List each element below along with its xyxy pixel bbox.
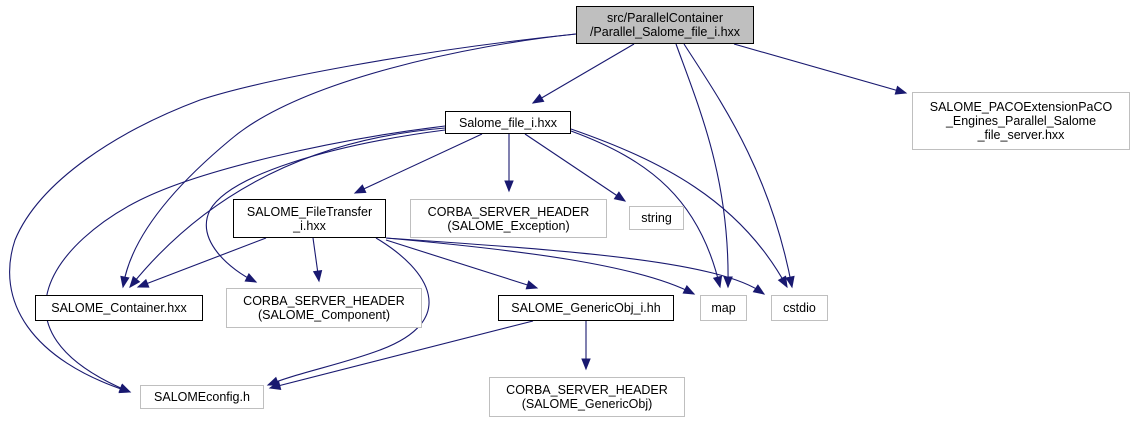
edge-filetransfer-to-map xyxy=(385,237,695,295)
edge-filetransfer-to-salomeconfig xyxy=(267,237,430,386)
node-label: string xyxy=(641,211,672,225)
node-label: CORBA_SERVER_HEADER (SALOME_Component) xyxy=(243,294,405,322)
edge-filetransfer-to-cstdio xyxy=(385,237,765,295)
arrowhead-icon xyxy=(752,284,766,295)
node-salomeconfig: SALOMEconfig.h xyxy=(140,385,264,409)
arrowhead-icon xyxy=(353,184,367,194)
node-label: SALOME_PACOExtensionPaCO _Engines_Parall… xyxy=(929,100,1113,142)
arrowhead-icon xyxy=(120,275,130,289)
arrowhead-icon xyxy=(581,358,591,371)
arrowhead-icon xyxy=(136,278,150,288)
arrowhead-icon xyxy=(129,275,141,289)
edge-genericobj-to-salomeconfig xyxy=(269,320,534,389)
edge-salome_file_i-to-cstdio xyxy=(570,128,788,288)
arrowhead-icon xyxy=(504,180,514,193)
node-label: Salome_file_i.hxx xyxy=(459,115,557,130)
edge-root-to-paco_server xyxy=(733,43,907,94)
node-cstdio: cstdio xyxy=(771,295,828,321)
node-label: src/ParallelContainer /Parallel_Salome_f… xyxy=(589,11,741,39)
node-container[interactable]: SALOME_Container.hxx xyxy=(35,295,203,321)
node-corba-exception: CORBA_SERVER_HEADER (SALOME_Exception) xyxy=(410,199,607,238)
node-label: CORBA_SERVER_HEADER (SALOME_GenericObj) xyxy=(506,383,668,411)
node-paco-server: SALOME_PACOExtensionPaCO _Engines_Parall… xyxy=(912,92,1130,150)
edge-salome_file_i-to-filetransfer xyxy=(354,133,483,194)
arrowhead-icon xyxy=(244,273,258,283)
edge-root-to-container xyxy=(122,33,577,288)
arrowhead-icon xyxy=(712,275,723,289)
arrowhead-icon xyxy=(531,93,545,104)
edge-salome_file_i-to-salomeconfig xyxy=(45,125,446,393)
arrowhead-icon xyxy=(613,191,627,202)
node-label: SALOME_FileTransfer _i.hxx xyxy=(246,204,373,233)
node-label: map xyxy=(711,301,736,315)
edge-root-to-cstdio xyxy=(683,43,793,288)
node-label: SALOME_Container.hxx xyxy=(51,301,187,315)
edge-filetransfer-to-genericobj xyxy=(385,239,538,289)
arrowhead-icon xyxy=(682,285,696,295)
node-genericobj[interactable]: SALOME_GenericObj_i.hh xyxy=(498,295,674,321)
arrowhead-icon xyxy=(894,85,908,95)
edge-root-to-map xyxy=(675,43,729,288)
edge-salome_file_i-to-container xyxy=(129,127,446,288)
node-salome-file-i[interactable]: Salome_file_i.hxx xyxy=(445,111,571,134)
node-label: CORBA_SERVER_HEADER (SALOME_Exception) xyxy=(427,204,590,233)
node-corba-component: CORBA_SERVER_HEADER (SALOME_Component) xyxy=(226,288,422,328)
node-map: map xyxy=(700,295,747,321)
node-label: SALOME_GenericObj_i.hh xyxy=(511,301,661,315)
arrowhead-icon xyxy=(312,269,323,283)
node-corba-genericobj: CORBA_SERVER_HEADER (SALOME_GenericObj) xyxy=(489,377,685,417)
arrowhead-icon xyxy=(118,383,132,393)
edge-filetransfer-to-container xyxy=(137,237,267,288)
arrowhead-icon xyxy=(525,280,539,290)
edge-root-to-salome_file_i xyxy=(532,43,635,104)
node-root[interactable]: src/ParallelContainer /Parallel_Salome_f… xyxy=(576,6,754,44)
edges-layer xyxy=(9,33,908,394)
node-label: cstdio xyxy=(783,301,816,315)
edge-root-to-salomeconfig xyxy=(9,33,577,393)
arrowhead-icon xyxy=(268,380,282,390)
edge-salome_file_i-to-corba_component xyxy=(205,129,446,283)
edge-salome_file_i-to-string xyxy=(524,133,626,202)
arrowhead-icon xyxy=(785,275,795,289)
arrowhead-icon xyxy=(777,275,788,289)
node-label: SALOMEconfig.h xyxy=(154,390,250,404)
node-filetransfer[interactable]: SALOME_FileTransfer _i.hxx xyxy=(233,199,386,238)
node-string: string xyxy=(629,206,684,230)
edge-salome_file_i-to-map xyxy=(570,130,721,288)
